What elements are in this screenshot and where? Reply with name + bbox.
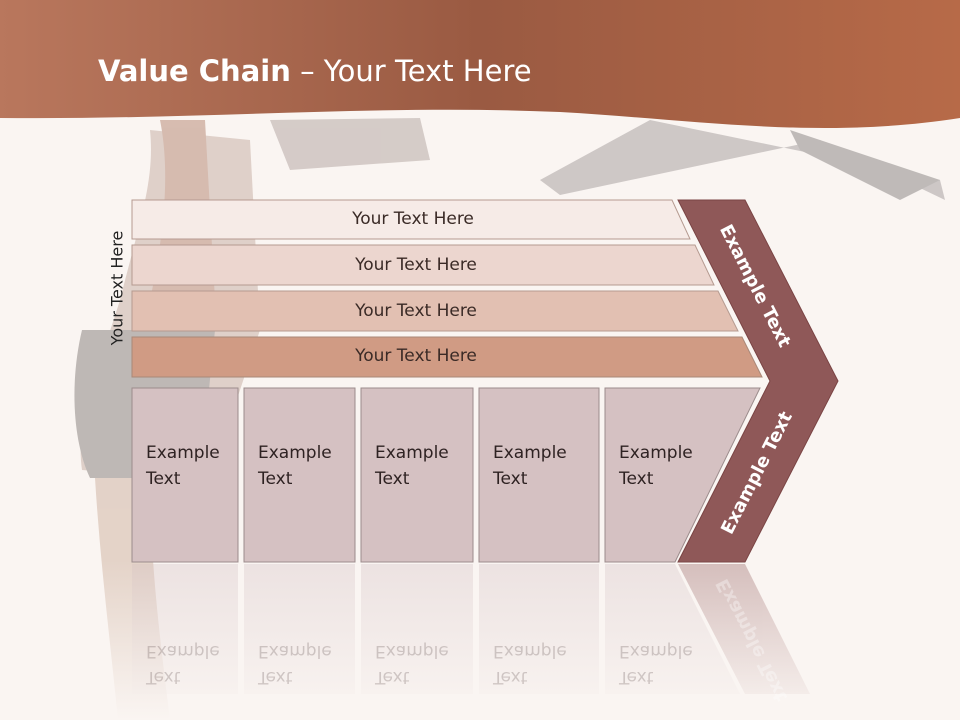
band-label-3: Your Text Here [355,301,477,321]
header-band [0,0,960,128]
band-label-4: Your Text Here [355,346,477,366]
slide-title: Value Chain – Your Text Here [98,54,532,88]
chain-bands [131,199,763,378]
band-label-1: Your Text Here [352,209,474,229]
band-label-2: Your Text Here [355,255,477,275]
example-boxes [131,387,761,563]
side-label: Your Text Here [107,230,127,346]
